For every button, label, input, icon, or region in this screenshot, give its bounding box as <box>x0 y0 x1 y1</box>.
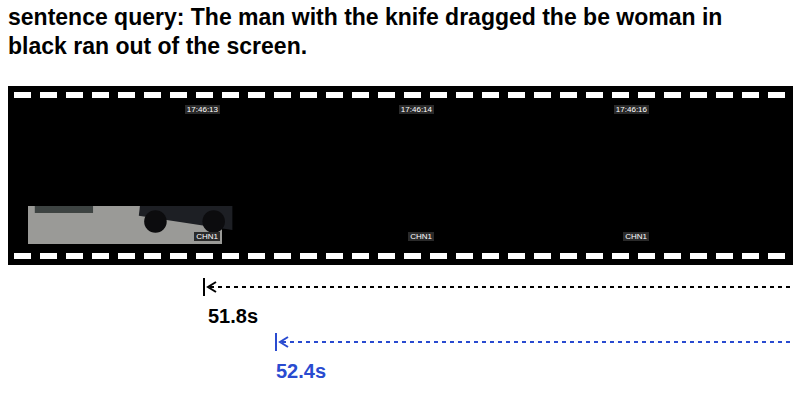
sprocket-hole <box>716 92 733 98</box>
sprocket-hole <box>66 253 83 259</box>
sprocket-hole <box>170 253 187 259</box>
sprocket-hole <box>456 253 473 259</box>
sprocket-hole <box>560 253 577 259</box>
sprocket-hole <box>248 253 265 259</box>
span-tick <box>203 278 205 296</box>
sprocket-hole <box>638 253 655 259</box>
sprocket-hole <box>586 253 603 259</box>
span-tick <box>275 333 277 351</box>
sprocket-hole <box>638 92 655 98</box>
sprocket-hole <box>40 92 57 98</box>
sprocket-hole <box>742 253 759 259</box>
sprocket-hole <box>482 253 499 259</box>
time-label: 51.8s <box>208 304 258 328</box>
channel-tag: CHN1 <box>623 232 649 241</box>
car <box>139 206 233 233</box>
sprocket-hole <box>508 253 525 259</box>
sprocket-hole <box>742 92 759 98</box>
sprocket-hole <box>118 253 135 259</box>
sprocket-hole <box>690 253 707 259</box>
time-label: 52.4s <box>276 359 326 383</box>
frame-timestamp: 17:46:13 <box>185 105 220 114</box>
sprocket-hole <box>664 253 681 259</box>
sprocket-hole <box>430 253 447 259</box>
sprocket-hole <box>534 92 551 98</box>
sprocket-hole <box>430 92 447 98</box>
frame-timestamp: 17:46:16 <box>614 105 649 114</box>
sprocket-hole <box>612 92 629 98</box>
car-wheel <box>144 210 167 233</box>
ground-truth-span <box>204 278 793 296</box>
sprocket-hole <box>274 92 291 98</box>
sprocket-hole <box>768 92 785 98</box>
sprocket-hole <box>300 92 317 98</box>
channel-tag: CHN1 <box>194 232 220 241</box>
sprocket-hole <box>586 92 603 98</box>
sprocket-hole <box>40 253 57 259</box>
sprocket-hole <box>326 253 343 259</box>
sprocket-hole <box>404 92 421 98</box>
sprocket-hole <box>248 92 265 98</box>
sprocket-hole <box>222 253 239 259</box>
film-band <box>8 86 793 265</box>
predicted-span <box>276 333 793 351</box>
sprocket-hole <box>404 253 421 259</box>
sprocket-hole <box>144 253 161 259</box>
sprocket-hole <box>196 92 213 98</box>
sprocket-hole <box>378 92 395 98</box>
sprocket-hole <box>664 92 681 98</box>
sprocket-hole <box>222 92 239 98</box>
sprocket-hole <box>274 253 291 259</box>
sprocket-hole <box>716 253 733 259</box>
sprocket-hole <box>508 92 525 98</box>
sprocket-row <box>14 253 785 259</box>
sprocket-hole <box>300 253 317 259</box>
sentence-query: sentence query: The man with the knife d… <box>8 3 786 61</box>
span-dashed-line <box>282 341 793 343</box>
sprocket-hole <box>482 92 499 98</box>
video-frame <box>28 206 232 244</box>
span-dashed-line <box>210 286 793 288</box>
sprocket-hole <box>768 253 785 259</box>
channel-tag: CHN1 <box>408 232 434 241</box>
sprocket-hole <box>690 92 707 98</box>
sprocket-row <box>14 92 785 98</box>
sprocket-hole <box>612 253 629 259</box>
sprocket-hole <box>352 253 369 259</box>
sprocket-hole <box>378 253 395 259</box>
sprocket-hole <box>534 253 551 259</box>
bin <box>35 206 93 213</box>
sprocket-hole <box>14 92 31 98</box>
sprocket-hole <box>352 92 369 98</box>
sprocket-hole <box>92 253 109 259</box>
sprocket-hole <box>92 92 109 98</box>
sprocket-hole <box>456 92 473 98</box>
sprocket-hole <box>66 92 83 98</box>
sprocket-hole <box>144 92 161 98</box>
sprocket-hole <box>326 92 343 98</box>
sprocket-hole <box>196 253 213 259</box>
frame-timestamp: 17:46:14 <box>399 105 434 114</box>
sprocket-hole <box>560 92 577 98</box>
sprocket-hole <box>170 92 187 98</box>
sprocket-hole <box>118 92 135 98</box>
sprocket-hole <box>14 253 31 259</box>
car-wheel <box>202 210 225 233</box>
